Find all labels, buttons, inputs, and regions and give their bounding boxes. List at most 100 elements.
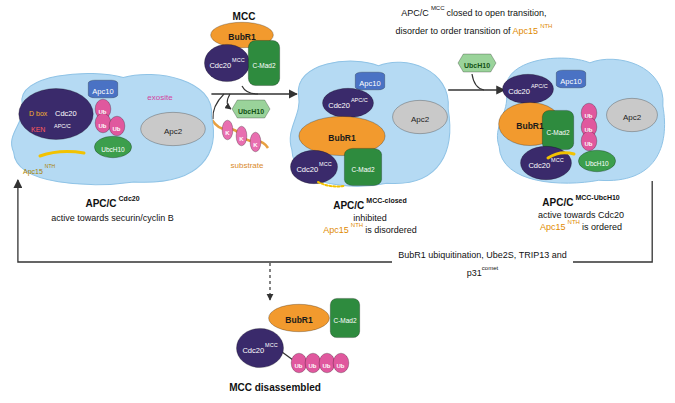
text-holder: UbcH10 (584, 153, 609, 169)
c-mad2-subunit: C-Mad2 (344, 148, 382, 186)
label-text: Apc15 (323, 225, 349, 235)
ubch10-hexagon: UbcH10 (458, 54, 496, 72)
lysine-residue: K (222, 120, 233, 140)
text-holder: C-Mad2 (350, 159, 375, 175)
text-group: BubR1 ubiquitination, Ube2S, TRIP13 and … (392, 243, 573, 282)
text-holder: Apc10 (559, 71, 582, 87)
text-group: Apc2 (606, 98, 658, 132)
text-group: Apc10 (355, 72, 385, 90)
label-text: Apc15 (513, 26, 539, 36)
cdc20-subunit: Cdc20MCC (204, 44, 250, 82)
text-holder: Ub (584, 105, 594, 121)
text-group: APC/CCdc20 (5, 193, 220, 211)
label-text: NTH (568, 219, 580, 226)
label-text: Ub (585, 113, 593, 119)
label-text: Apc10 (560, 78, 581, 86)
label-text: APC/C (351, 98, 368, 104)
text-holder: Cdc20APC/C (327, 95, 369, 111)
ubch10-enzyme: UbcH10 (94, 136, 132, 158)
text-group: APC/CMCCclosed to open transition,disord… (388, 2, 560, 39)
text-holder: K (238, 128, 244, 144)
text-group: BubR1 (268, 304, 330, 332)
label-text: APC/C (333, 200, 364, 212)
text-holder: C-Mad2 (545, 122, 570, 138)
text-group: D box (28, 102, 58, 120)
text-holder: Cdc20APC/C (507, 81, 549, 97)
apc-c-complex: APC/CMCC-UbcH10active towards Cdc20Apc15… (492, 52, 670, 187)
label-text: MCC-UbcH10 (575, 194, 619, 202)
ubiquitin: Ub (581, 131, 597, 151)
label-text: NTH (45, 164, 55, 170)
apc15-segment (548, 153, 574, 158)
text-group: UbcH10 (232, 100, 270, 118)
label-text: C-Mad2 (546, 130, 569, 137)
label-text: MCC (431, 5, 445, 12)
connector (211, 93, 297, 94)
label-text: D box (29, 110, 47, 118)
label-text: UbcH10 (101, 147, 124, 154)
text-holder: C-Mad2 (251, 55, 276, 71)
cdc20-subunit: D boxKENCdc20APC/C (18, 88, 94, 140)
label-text: MCC (232, 58, 245, 64)
apc2-subunit: Apc2 (606, 98, 658, 132)
label-text: UbcH10 (464, 62, 490, 69)
ubiquitin: Ub (95, 113, 111, 133)
label-text: Apc15 (540, 222, 566, 232)
label-text: UbcH10 (585, 161, 608, 168)
label-text: APC/C (401, 8, 429, 18)
text-holder: Ub (336, 355, 346, 371)
text-holder: Apc2 (622, 107, 642, 123)
ubch10-enzyme: UbcH10 (578, 150, 616, 172)
label-text: C-Mad2 (351, 167, 374, 174)
text-group: substrate (222, 154, 272, 172)
text-holder: K (224, 122, 230, 138)
apc-c-complex: exositeApc15NTHAPC/CCdc20active towards … (5, 68, 220, 188)
text-group: Ub (291, 353, 307, 373)
text-group: Cdc20MCC (520, 146, 572, 180)
ubiquitin: Ub (333, 353, 349, 373)
c-mad2-subunit: C-Mad2 (542, 110, 574, 150)
label-text: Apc10 (359, 80, 380, 88)
text-group: Cdc20MCC (290, 150, 338, 184)
text-group: Cdc20MCC (236, 328, 284, 368)
text-holder: Apc10 (358, 73, 381, 89)
lysine-residue: K (250, 132, 261, 152)
label-text: Apc15 (23, 168, 43, 176)
label-text: Apc10 (92, 88, 113, 96)
text-holder: C-Mad2 (332, 310, 357, 326)
text-group: UbcH10 (458, 54, 496, 72)
label-text: MCC disassembled (229, 382, 321, 394)
text-holder: Ub (98, 115, 108, 131)
text-holder: Ub (322, 355, 332, 371)
text-group: Ub (319, 353, 335, 373)
text-holder: Ub (98, 101, 108, 117)
text-group: active towards securin/cyclin B (5, 207, 220, 225)
text-group: Ub (305, 353, 321, 373)
text-group: Ub (581, 131, 597, 151)
apc10-subunit: Apc10 (556, 70, 586, 88)
label-text: BubR1 (516, 122, 543, 131)
label-text: KEN (31, 126, 45, 134)
label-text: K (253, 142, 257, 148)
label-text: is ordered (582, 222, 622, 232)
lysine-residue: K (236, 126, 247, 146)
label-text: C-Mad2 (252, 63, 275, 70)
label-text: Cdc20 (119, 195, 140, 203)
label-text: Ub (585, 127, 593, 133)
label-text: Apc2 (164, 128, 182, 136)
apc10-subunit: Apc10 (88, 80, 118, 98)
text-group: Apc10 (88, 80, 118, 98)
text-group: K (222, 120, 233, 140)
text-group: exosite (135, 86, 185, 104)
label-text: Ub (113, 126, 121, 132)
label-text: exosite (147, 93, 172, 102)
text-holder: Cdc20MCC (295, 159, 332, 175)
text-group: MCC disassembled (215, 377, 335, 395)
text-group: Ub (333, 353, 349, 373)
label-text: Ub (309, 363, 317, 369)
text-group: inhibited (285, 207, 455, 225)
label-text: Ub (99, 123, 107, 129)
text-holder: UbcH10 (463, 55, 491, 71)
label-text: closed to open transition, (447, 8, 547, 18)
label-text: K (225, 130, 229, 136)
